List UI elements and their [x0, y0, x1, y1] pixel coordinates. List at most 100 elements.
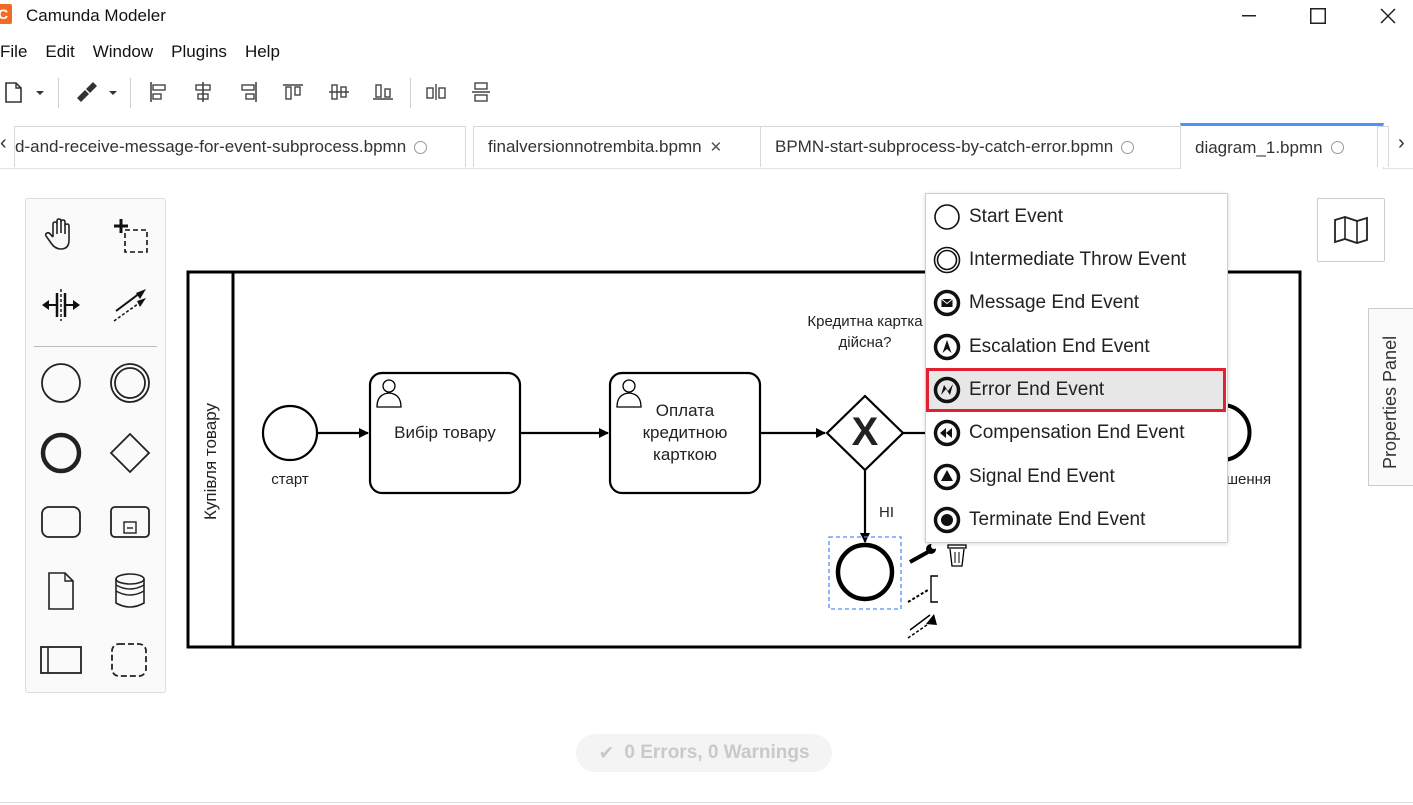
pool[interactable]: [186, 270, 1302, 649]
user-task-icon: [376, 379, 402, 408]
tab-scroll-left-button[interactable]: ‹: [0, 132, 7, 154]
terminate-end-event-icon: [933, 506, 961, 534]
toolbar: [0, 72, 520, 112]
tab-start-subprocess-by-catch-error[interactable]: BPMN-start-subprocess-by-catch-error.bpm…: [760, 126, 1187, 167]
distribute-horizontal-button[interactable]: [423, 78, 449, 106]
selected-end-event[interactable]: [835, 542, 895, 602]
tab-scroll-right-button[interactable]: ›: [1398, 132, 1405, 154]
gateway-x-marker: X: [851, 410, 879, 454]
connect-icon[interactable]: [907, 614, 937, 639]
tab-event-subprocess[interactable]: d-and-receive-message-for-event-subproce…: [14, 126, 466, 167]
tab-bar: ‹ d-and-receive-message-for-event-subpro…: [0, 120, 1413, 169]
align-center-button[interactable]: [190, 78, 216, 106]
tab-partial[interactable]: [1377, 126, 1389, 167]
end-event-icon: [40, 432, 82, 474]
start-event-icon: [934, 204, 960, 230]
replace-item-label: Start Event: [969, 206, 1063, 227]
replace-message-end-event[interactable]: Message End Event: [929, 284, 1223, 322]
menu-edit[interactable]: Edit: [45, 42, 75, 61]
trash-icon[interactable]: [947, 544, 967, 567]
create-end-event-button[interactable]: [35, 427, 87, 479]
replace-compensation-end-event[interactable]: Compensation End Event: [929, 414, 1223, 452]
create-subprocess-button[interactable]: [104, 496, 156, 548]
lint-status-text: 0 Errors, 0 Warnings: [624, 742, 810, 763]
align-right-button[interactable]: [236, 78, 262, 106]
start-event[interactable]: [261, 404, 319, 462]
distribute-horizontal-icon: [426, 84, 446, 100]
create-start-event-button[interactable]: [35, 357, 87, 409]
align-left-button[interactable]: [145, 78, 171, 106]
space-tool-button[interactable]: [35, 279, 87, 331]
replace-signal-end-event[interactable]: Signal End Event: [929, 458, 1223, 496]
color-picker-button[interactable]: [70, 78, 122, 106]
replace-menu: Start Event Intermediate Throw Event Mes…: [925, 193, 1228, 543]
escalation-end-event-icon: [933, 333, 961, 361]
lane-label-wrap: Купівля товару: [180, 380, 240, 520]
properties-panel-toggle[interactable]: Properties Panel: [1368, 308, 1413, 486]
close-icon: [1380, 8, 1396, 24]
minimap-toggle-button[interactable]: [1317, 198, 1385, 262]
close-window-button[interactable]: [1358, 0, 1413, 32]
tab-finalversionnotrembita[interactable]: finalversionnotrembita.bpmn ✕: [473, 126, 767, 167]
replace-start-event[interactable]: Start Event: [929, 198, 1223, 236]
replace-item-label: Message End Event: [969, 292, 1140, 313]
diagram-canvas[interactable]: [0, 170, 1413, 805]
unsaved-dot-icon: [1330, 141, 1344, 154]
maximize-button[interactable]: [1288, 0, 1348, 32]
replace-escalation-end-event[interactable]: Escalation End Event: [929, 328, 1223, 366]
flow-label-no: НІ: [879, 504, 894, 521]
create-data-store-button[interactable]: [104, 565, 156, 617]
end-event-label: шення: [1226, 471, 1272, 488]
replace-item-label: Intermediate Throw Event: [969, 249, 1187, 270]
pool-icon: [40, 646, 82, 674]
create-task-button[interactable]: [35, 496, 87, 548]
properties-panel-label: Properties Panel: [1380, 335, 1400, 469]
map-icon: [1334, 216, 1368, 244]
close-tab-icon[interactable]: ✕: [709, 139, 723, 156]
space-tool-icon: [42, 289, 80, 321]
replace-item-label: Signal End Event: [969, 466, 1115, 487]
align-left-icon: [150, 82, 166, 102]
paint-brush-icon: [77, 82, 117, 102]
gateway-icon: [109, 432, 151, 474]
align-middle-button[interactable]: [326, 78, 352, 106]
hand-tool-button[interactable]: [35, 209, 87, 261]
menu-window[interactable]: Window: [92, 42, 154, 61]
align-center-icon: [195, 82, 211, 102]
menu-plugins[interactable]: Plugins: [171, 42, 227, 61]
new-file-button[interactable]: [0, 78, 48, 106]
menu-help[interactable]: Help: [244, 42, 280, 61]
align-bottom-button[interactable]: [370, 78, 396, 106]
replace-terminate-end-event[interactable]: Terminate End Event: [929, 501, 1223, 539]
align-right-icon: [241, 82, 257, 102]
create-gateway-button[interactable]: [104, 427, 156, 479]
global-connect-tool-button[interactable]: [104, 279, 156, 331]
intermediate-throw-event-icon: [933, 246, 961, 274]
signal-end-event-icon: [933, 463, 961, 491]
lasso-tool-button[interactable]: [104, 209, 156, 261]
create-group-button[interactable]: [104, 634, 156, 686]
hand-icon: [44, 218, 70, 250]
lint-status-button[interactable]: ✔ 0 Errors, 0 Warnings: [576, 734, 832, 772]
minimize-button[interactable]: [1219, 0, 1279, 32]
replace-item-label: Compensation End Event: [969, 422, 1185, 443]
subprocess-icon: [110, 506, 150, 538]
menu-file[interactable]: File: [0, 42, 28, 61]
unsaved-dot-icon: [1121, 140, 1135, 154]
wrench-icon[interactable]: [909, 543, 937, 564]
tab-diagram-1[interactable]: diagram_1.bpmn: [1180, 123, 1384, 169]
create-intermediate-event-button[interactable]: [104, 357, 156, 409]
error-end-event-icon: [933, 376, 961, 404]
window-title: Camunda Modeler: [26, 6, 166, 25]
replace-error-end-event[interactable]: Error End Event: [926, 368, 1226, 412]
create-pool-button[interactable]: [35, 634, 87, 686]
distribute-vertical-button[interactable]: [468, 78, 494, 106]
text-annotation-icon[interactable]: [907, 575, 938, 603]
replace-intermediate-throw-event[interactable]: Intermediate Throw Event: [929, 241, 1223, 279]
start-event-label: старт: [271, 471, 309, 488]
create-data-object-button[interactable]: [35, 565, 87, 617]
tab-label: finalversionnotrembita.bpmn: [488, 137, 702, 156]
start-event-icon: [41, 363, 81, 403]
align-top-button[interactable]: [280, 78, 306, 106]
align-middle-icon: [329, 84, 349, 100]
